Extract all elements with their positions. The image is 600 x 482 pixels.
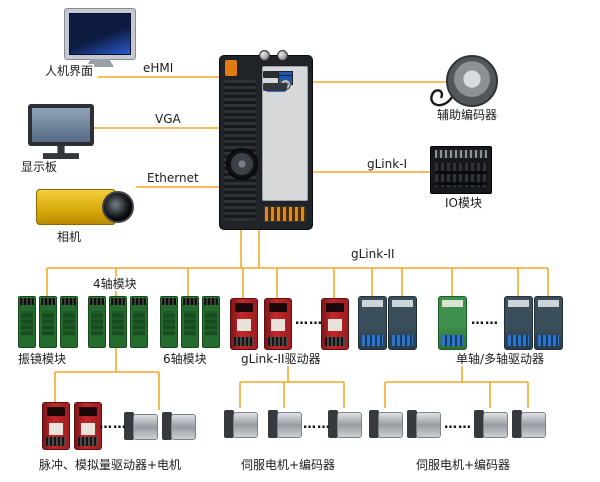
circuit-board bbox=[39, 296, 57, 348]
pulse-drive-device bbox=[42, 402, 70, 450]
glink2-drive-device bbox=[321, 298, 349, 350]
servo-motor-device bbox=[405, 408, 441, 440]
bus-drive-device bbox=[388, 296, 417, 350]
motion-controller-device bbox=[219, 50, 313, 230]
bus-drive-device bbox=[438, 296, 467, 350]
encoder-cable bbox=[430, 89, 454, 107]
circuit-board bbox=[130, 296, 148, 348]
terminal-connector bbox=[264, 206, 306, 222]
galvo-module-device bbox=[18, 296, 81, 348]
io-module-label: IO模块 bbox=[444, 196, 483, 210]
bus-drive-device bbox=[358, 296, 387, 350]
camera-label: 相机 bbox=[56, 230, 83, 244]
camera-device bbox=[36, 183, 136, 227]
servo-motor-device bbox=[266, 408, 302, 440]
glink2-drive-device bbox=[264, 298, 292, 350]
servo-encoder-label-a: 伺服电机+编码器 bbox=[240, 458, 337, 472]
servo-motor-device bbox=[367, 408, 403, 440]
servo-motor-device bbox=[122, 410, 158, 442]
circuit-board bbox=[60, 296, 78, 348]
controller-chassis bbox=[219, 55, 313, 230]
bus-drive-device bbox=[534, 296, 563, 350]
axis4-module-label: 4轴模块 bbox=[92, 277, 138, 291]
axis4-module-device bbox=[88, 296, 151, 348]
ellipsis: …… bbox=[471, 313, 499, 328]
antenna-connector bbox=[277, 50, 288, 61]
servo-motor-device bbox=[472, 408, 508, 440]
aux-encoder-label: 辅助编码器 bbox=[436, 108, 499, 122]
cooling-fan bbox=[226, 148, 258, 180]
bus-drive-device bbox=[504, 296, 533, 350]
servo-motor-device bbox=[510, 408, 546, 440]
vga-link-label: VGA bbox=[154, 112, 182, 126]
ellipsis: …… bbox=[99, 417, 127, 432]
circuit-board bbox=[88, 296, 106, 348]
servo-motor-device bbox=[326, 408, 362, 440]
ethernet-link-label: Ethernet bbox=[146, 171, 200, 185]
glink2-drives-label: gLink-II驱动器 bbox=[240, 352, 322, 366]
circuit-board bbox=[202, 296, 220, 348]
glink2-bus-label: gLink-II bbox=[350, 247, 396, 261]
serial-port bbox=[263, 83, 287, 91]
io-panel bbox=[262, 66, 308, 201]
ellipsis: …… bbox=[295, 313, 323, 328]
hmi-monitor-device bbox=[64, 8, 136, 60]
ellipsis: …… bbox=[444, 417, 472, 432]
servo-encoder-label-b: 伺服电机+编码器 bbox=[415, 458, 512, 472]
ehmi-link-label: eHMI bbox=[142, 61, 175, 75]
axis6-module-label: 6轴模块 bbox=[162, 352, 208, 366]
axis6-module-device bbox=[160, 296, 223, 348]
single-multi-drives-label: 单轴/多轴驱动器 bbox=[455, 352, 546, 366]
circuit-board bbox=[18, 296, 36, 348]
antenna-connector bbox=[259, 50, 270, 61]
circuit-board bbox=[181, 296, 199, 348]
pulse-drive-device bbox=[74, 402, 102, 450]
power-connector bbox=[225, 60, 237, 76]
servo-motor-device bbox=[222, 408, 258, 440]
pulse-analog-label: 脉冲、模拟量驱动器+电机 bbox=[38, 458, 183, 472]
hmi-label: 人机界面 bbox=[44, 64, 95, 78]
servo-motor-device bbox=[160, 410, 196, 442]
galvo-module-label: 振镜模块 bbox=[17, 352, 68, 366]
glink1-link-label: gLink-I bbox=[366, 157, 409, 171]
circuit-board bbox=[160, 296, 178, 348]
display-monitor-device bbox=[28, 104, 94, 146]
glink2-drive-device bbox=[230, 298, 258, 350]
ellipsis: …… bbox=[303, 417, 331, 432]
display-label: 显示板 bbox=[20, 160, 59, 174]
aux-encoder-device bbox=[446, 55, 498, 107]
circuit-board bbox=[109, 296, 127, 348]
io-module-device bbox=[430, 146, 492, 194]
